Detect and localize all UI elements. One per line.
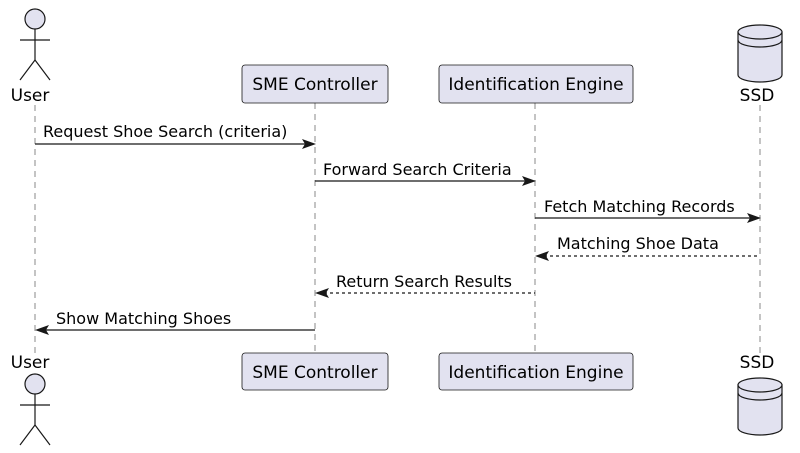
message-label: Forward Search Criteria	[323, 160, 512, 179]
database-icon	[737, 377, 783, 436]
message-2: Forward Search Criteria	[315, 160, 536, 186]
actor-user-bottom: User	[11, 353, 51, 446]
participant-identification-engine-top: Identification Engine	[438, 64, 634, 104]
participant-sme-controller-top: SME Controller	[241, 64, 389, 104]
message-6: Show Matching Shoes	[35, 309, 315, 335]
participant-ssd-top: SSD	[737, 24, 783, 106]
actor-icon	[19, 373, 51, 446]
participant-label-user-bottom: User	[11, 353, 50, 373]
message-4: Matching Shoe Data	[535, 234, 760, 261]
actor-user-top: User	[11, 8, 51, 106]
message-5: Return Search Results	[315, 272, 535, 298]
message-label: Fetch Matching Records	[544, 197, 735, 216]
message-label: Request Shoe Search (criteria)	[43, 122, 287, 141]
participant-label-ssd-bottom: SSD	[740, 353, 775, 373]
participant-label-sme-controller-bottom: SME Controller	[252, 363, 377, 383]
participant-ssd-bottom: SSD	[737, 353, 783, 436]
participant-label-user-top: User	[11, 86, 50, 106]
arrowhead-left-icon	[535, 251, 549, 261]
message-label: Matching Shoe Data	[557, 234, 719, 253]
arrowhead-left-icon	[315, 288, 329, 298]
participant-label-ssd-top: SSD	[740, 86, 775, 106]
message-3: Fetch Matching Records	[535, 197, 761, 223]
participant-identification-engine-bottom: Identification Engine	[438, 352, 634, 391]
participant-sme-controller-bottom: SME Controller	[241, 352, 389, 391]
arrowhead-right-icon	[747, 213, 761, 223]
participant-label-sme-controller-top: SME Controller	[252, 75, 377, 95]
arrowhead-right-icon	[302, 139, 316, 149]
database-icon	[737, 24, 783, 83]
actor-icon	[19, 8, 51, 81]
participant-label-identification-engine-bottom: Identification Engine	[448, 363, 623, 383]
message-1: Request Shoe Search (criteria)	[35, 122, 316, 149]
arrowhead-right-icon	[522, 176, 536, 186]
participant-label-identification-engine-top: Identification Engine	[448, 75, 623, 95]
arrowhead-left-icon	[35, 325, 49, 335]
message-label: Return Search Results	[336, 272, 512, 291]
message-label: Show Matching Shoes	[56, 309, 231, 328]
